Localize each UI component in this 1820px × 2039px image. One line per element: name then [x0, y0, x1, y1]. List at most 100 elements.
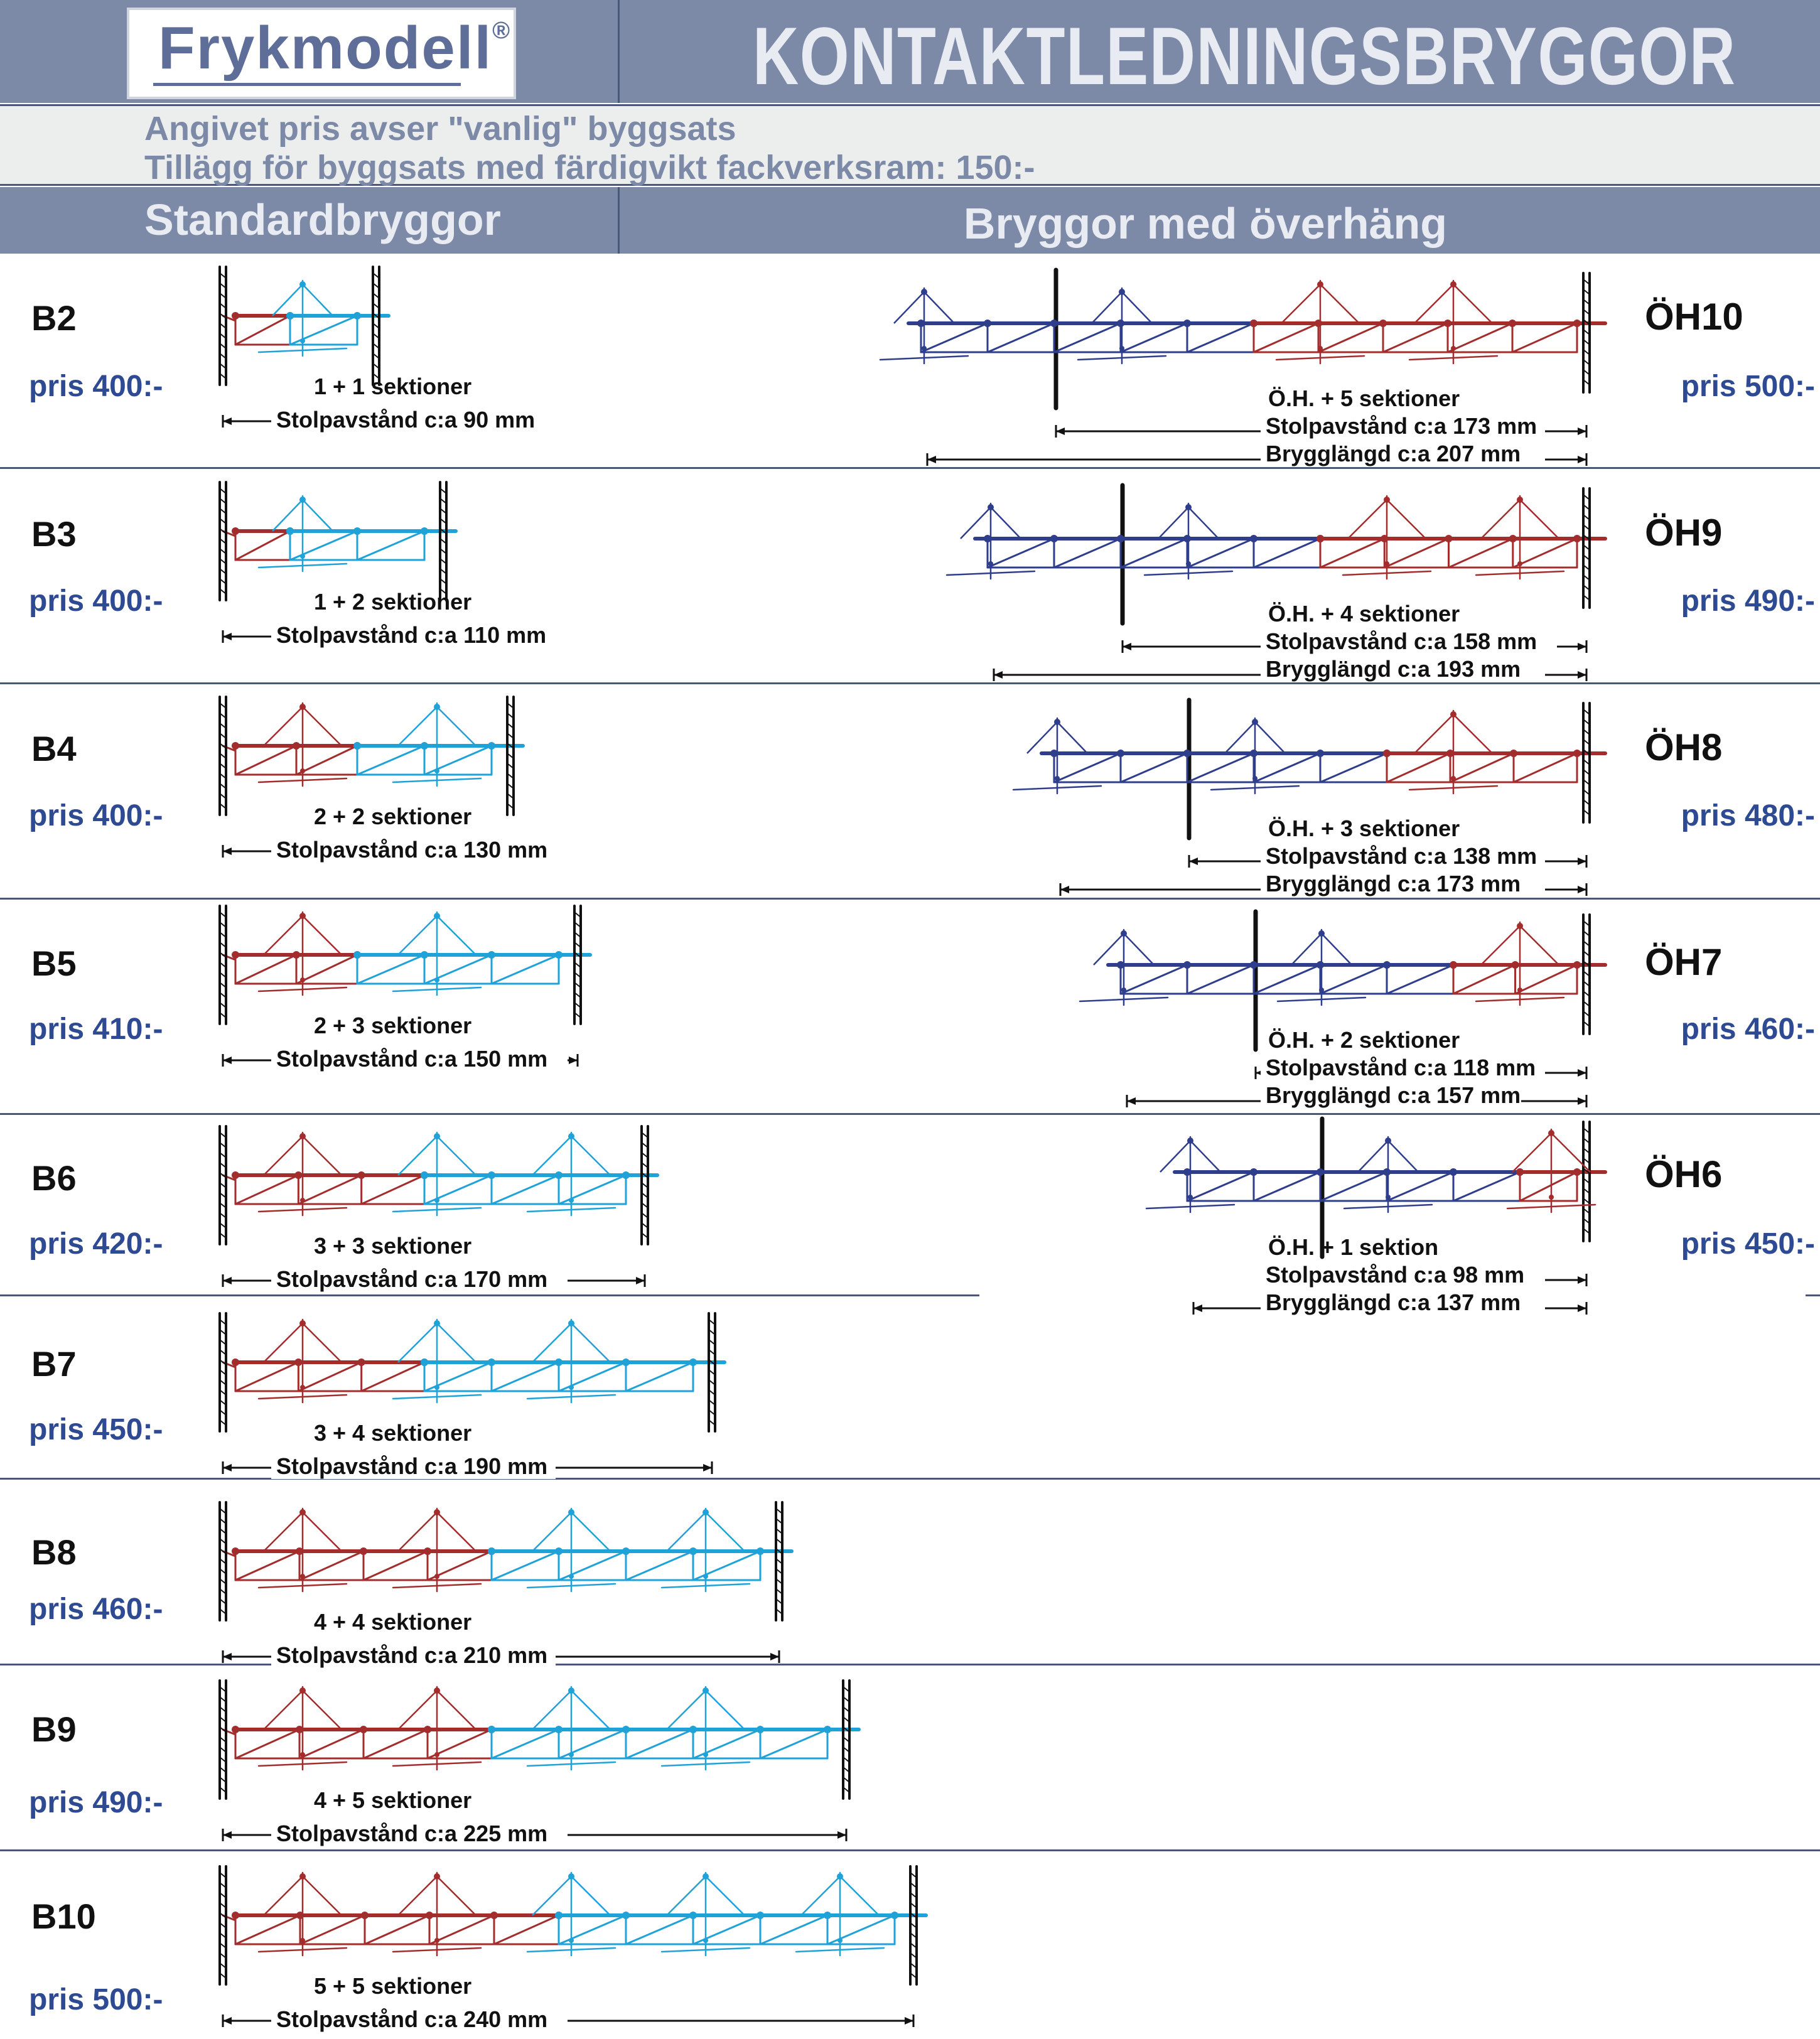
mast-lattice: [219, 1716, 227, 1723]
bridge-distance-öh7: Stolpavstånd c:a 118 mm: [1266, 1055, 1536, 1080]
hanger-joint: [1121, 930, 1127, 937]
truss-node: [294, 1358, 303, 1366]
hanger-joint: [434, 1133, 440, 1139]
truss-diagonal: [1452, 964, 1516, 995]
mast-lattice: [372, 313, 380, 319]
truss-diagonal: [986, 537, 1055, 569]
bridge-distance-b3-bg: [271, 623, 556, 648]
mast-lattice: [843, 1726, 850, 1733]
mast-lattice: [708, 1349, 716, 1355]
dimension-arrow: [703, 1464, 712, 1471]
truss-diagonal: [360, 1361, 426, 1392]
truss-diagonal: [1319, 1171, 1388, 1202]
dimension-arrow: [905, 2017, 913, 2025]
mast-lattice: [843, 1787, 850, 1793]
truss-node: [984, 320, 991, 327]
truss-diagonal: [1512, 752, 1578, 783]
truss-diagonal: [986, 322, 1055, 353]
bridge-distance-b5: Stolpavstånd c:a 150 mm: [276, 1046, 547, 1072]
truss-node: [232, 527, 239, 535]
mast-lattice: [1583, 779, 1590, 785]
truss-node: [353, 312, 361, 320]
mast-lattice: [219, 1598, 227, 1605]
bridge-distance-öh10: Stolpavstånd c:a 173 mm: [1266, 413, 1537, 439]
truss-diagonal: [234, 1728, 301, 1760]
logo: Frykmodell®: [127, 8, 516, 99]
mast-lattice: [843, 1757, 850, 1763]
mast-lattice: [219, 1736, 227, 1743]
mast-lattice: [1583, 789, 1590, 795]
truss-diagonal: [1383, 537, 1450, 569]
hanger-joint: [1185, 504, 1192, 510]
bridge-sections-b10: 5 + 5 sektioner: [314, 1973, 471, 1999]
truss-red: [1250, 320, 1581, 353]
truss-cyan: [488, 1547, 764, 1581]
mast-lattice: [1583, 1021, 1590, 1027]
hanger-joint: [1548, 1130, 1554, 1136]
dimension-arrow: [223, 1057, 232, 1064]
mast-lattice: [910, 1932, 917, 1939]
dimension-arrow: [1578, 671, 1586, 679]
truss-diagonal: [557, 1550, 627, 1581]
truss-red: [1450, 961, 1581, 995]
mast-right: [506, 696, 515, 816]
hanger-joint: [299, 281, 306, 288]
truss-node: [555, 1912, 563, 1919]
mast-lattice: [1583, 564, 1590, 571]
bridge-price-b8: pris 460:-: [29, 1593, 163, 1626]
bridge-code-b9: B9: [31, 1709, 77, 1749]
hanger: [1012, 717, 1102, 795]
mast-lattice: [219, 1182, 227, 1188]
mast-lattice: [1583, 1198, 1590, 1204]
hanger-joint: [703, 1873, 709, 1880]
mast-lattice: [372, 353, 380, 359]
mast-lattice: [372, 282, 380, 289]
mast-lattice: [219, 1912, 227, 1918]
mast-lattice: [910, 1962, 917, 1969]
truss-diagonal: [1252, 752, 1322, 783]
dimension-arrow: [223, 2017, 232, 2025]
truss-node: [555, 951, 563, 959]
truss-node: [689, 1726, 697, 1733]
mast-right: [708, 1312, 716, 1433]
truss-node: [689, 1547, 697, 1555]
hanger: [1210, 717, 1300, 795]
truss-node: [488, 1171, 495, 1179]
bridge-distance-öh7-bg: [1261, 1055, 1545, 1080]
mast-lattice: [1583, 729, 1590, 735]
mast-lattice: [219, 723, 227, 729]
hanger-joint: [299, 1687, 306, 1694]
bridge-length-öh7-bg: [1261, 1083, 1521, 1108]
truss-diagonal: [692, 1914, 762, 1945]
truss-node: [1317, 961, 1324, 969]
truss-diagonal: [557, 1914, 627, 1945]
bridge-distance-öh8-bg: [1261, 844, 1545, 869]
bridge-sections-b3: 1 + 2 sektioner: [314, 589, 471, 615]
truss-node: [421, 1171, 428, 1179]
mast-lattice: [219, 1538, 227, 1544]
truss-node: [357, 1171, 365, 1179]
mast-right: [640, 1125, 649, 1245]
truss-node: [622, 1358, 630, 1366]
truss-diagonal: [1514, 964, 1578, 995]
mast-lattice: [574, 982, 581, 988]
mast-lattice: [219, 373, 227, 379]
column-title-standard: Standardbryggor: [144, 195, 501, 244]
mast-lattice: [219, 1389, 227, 1396]
mast-lattice: [641, 1132, 649, 1138]
bridge-sections-b7: 3 + 4 sektioner: [314, 1420, 471, 1446]
truss-node: [232, 742, 239, 750]
hanger: [945, 502, 1036, 580]
mast-lattice: [219, 1319, 227, 1325]
truss-node: [1117, 535, 1124, 542]
mast-lattice: [1583, 574, 1590, 581]
mast-lattice: [843, 1686, 850, 1692]
truss-diagonal: [625, 1550, 694, 1581]
mast-lattice: [219, 962, 227, 968]
mast-lattice: [1583, 524, 1590, 530]
truss-diagonal: [692, 1550, 762, 1581]
truss-diagonal: [1519, 1171, 1578, 1202]
truss-cyan: [353, 742, 495, 776]
mast-lattice: [507, 733, 514, 739]
truss-diagonal: [493, 1914, 560, 1945]
